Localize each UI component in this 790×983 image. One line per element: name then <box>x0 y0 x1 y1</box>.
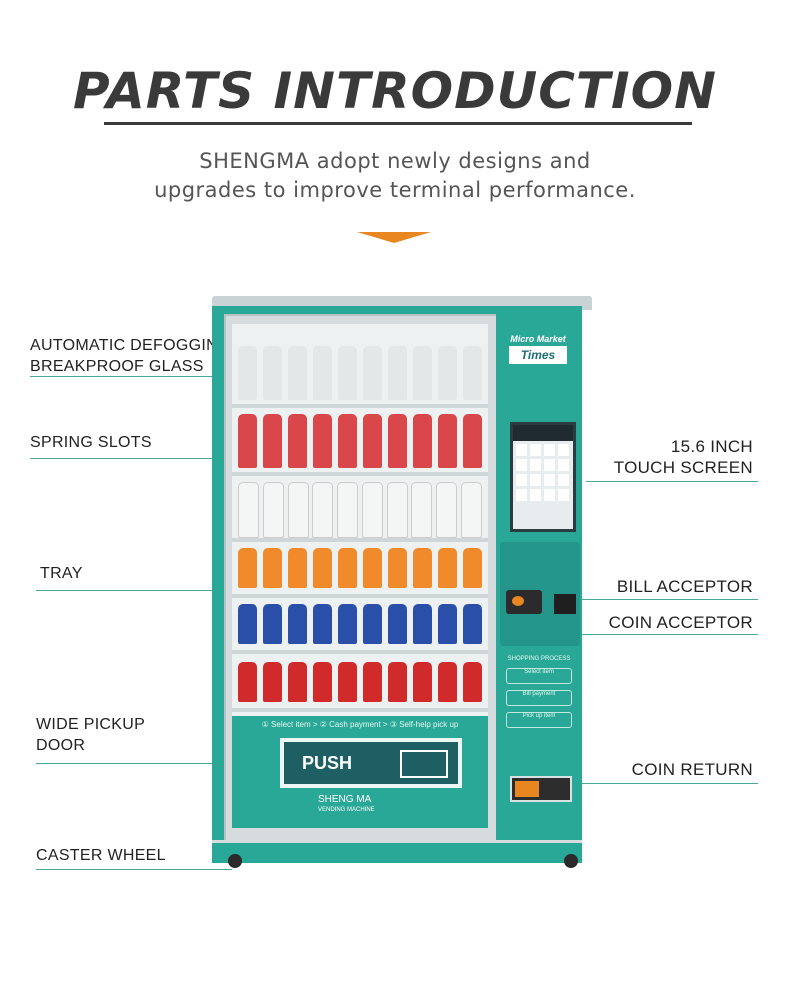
label-glass-line-2: BREAKPROOF GLASS <box>30 358 204 375</box>
shelf-row-3 <box>238 482 482 538</box>
shopping-process: SHOPPING PROCESS Select item Bill paymen… <box>502 656 576 734</box>
label-glass: AUTOMATIC DEFOGGING BREAKPROOF GLASS <box>30 335 231 377</box>
label-spring-slots: SPRING SLOTS <box>30 434 152 451</box>
shelf <box>232 594 488 598</box>
shelf <box>232 538 488 542</box>
process-title: SHOPPING PROCESS <box>507 656 571 662</box>
vending-machine: ① Select item > ② Cash payment > ③ Self-… <box>212 296 592 881</box>
micro-market-logo: Micro Market Times <box>504 334 572 374</box>
process-step-3: Pick up item <box>506 712 572 728</box>
payment-panel <box>500 542 580 646</box>
subtitle: SHENGMA adopt newly designs and upgrades… <box>0 147 790 205</box>
brand-logo: SHENG MA VENDING MACHINE <box>318 794 458 816</box>
leader-line-pickup-door <box>36 763 298 764</box>
leader-line-touch-screen <box>586 481 758 482</box>
coin-return-icon <box>510 776 572 802</box>
label-touch-screen: 15.6 INCH TOUCH SCREEN <box>560 436 753 478</box>
down-arrow-icon <box>357 232 431 243</box>
label-tray: TRAY <box>40 565 83 582</box>
shelf <box>232 404 488 408</box>
brand-name: SHENG MA <box>318 794 372 805</box>
leader-line-caster-wheel <box>36 869 232 870</box>
subtitle-line-1: SHENGMA adopt newly designs and <box>199 149 591 173</box>
bill-acceptor-icon <box>554 594 576 614</box>
pickup-slot-icon <box>400 750 448 778</box>
title-underline <box>104 122 692 125</box>
shelf-row-2 <box>238 414 482 470</box>
leader-line-coin-return <box>548 783 758 784</box>
lower-panel: ① Select item > ② Cash payment > ③ Self-… <box>232 716 488 828</box>
shelf-row-5 <box>238 604 482 648</box>
display-window <box>232 324 488 724</box>
shelf <box>232 650 488 654</box>
shelf <box>232 472 488 476</box>
brand-sub: VENDING MACHINE <box>318 807 375 813</box>
shelf <box>232 708 488 712</box>
leader-line-glass <box>30 376 262 377</box>
leader-line-bill-acceptor <box>574 599 758 600</box>
touch-screen <box>510 422 576 532</box>
logo-top: Micro Market <box>510 334 566 344</box>
purchase-steps: ① Select item > ② Cash payment > ③ Self-… <box>261 720 459 729</box>
shelf-row-1 <box>238 346 482 402</box>
caster-wheel-icon <box>564 854 578 868</box>
machine-base <box>212 840 582 863</box>
label-bill-acceptor: BILL ACCEPTOR <box>616 577 753 596</box>
shelf-row-6 <box>238 662 482 706</box>
leader-line-spring-slots <box>30 458 262 459</box>
page-title: PARTS INTRODUCTION <box>73 62 717 120</box>
logo-main: Times <box>509 346 567 364</box>
label-pickup-line-1: WIDE PICKUP <box>36 716 146 733</box>
label-screen-line-2: TOUCH SCREEN <box>613 458 753 477</box>
pickup-door-push: PUSH <box>280 738 462 788</box>
label-caster-wheel: CASTER WHEEL <box>36 847 166 864</box>
glass-door: ① Select item > ② Cash payment > ③ Self-… <box>224 314 500 846</box>
shelf-row-4 <box>238 548 482 592</box>
cabinet: ① Select item > ② Cash payment > ③ Self-… <box>212 306 582 854</box>
subtitle-line-2: upgrades to improve terminal performance… <box>154 178 636 202</box>
label-pickup-door: WIDE PICKUP DOOR <box>36 714 145 756</box>
coin-acceptor-icon <box>506 590 542 614</box>
push-label: PUSH <box>302 753 353 773</box>
leader-line-coin-acceptor <box>548 634 758 635</box>
label-glass-line-1: AUTOMATIC DEFOGGING <box>30 337 231 354</box>
process-step-1: Select item <box>506 668 572 684</box>
leader-line-tray <box>36 590 262 591</box>
label-coin-return: COIN RETURN <box>631 760 753 779</box>
label-screen-line-1: 15.6 INCH <box>670 437 753 456</box>
process-step-2: Bill payment <box>506 690 572 706</box>
label-coin-acceptor: COIN ACCEPTOR <box>608 613 753 632</box>
caster-wheel-icon <box>228 854 242 868</box>
label-pickup-line-2: DOOR <box>36 737 86 754</box>
control-panel: Micro Market Times SHOPPING PROCESS Sele… <box>496 314 582 854</box>
